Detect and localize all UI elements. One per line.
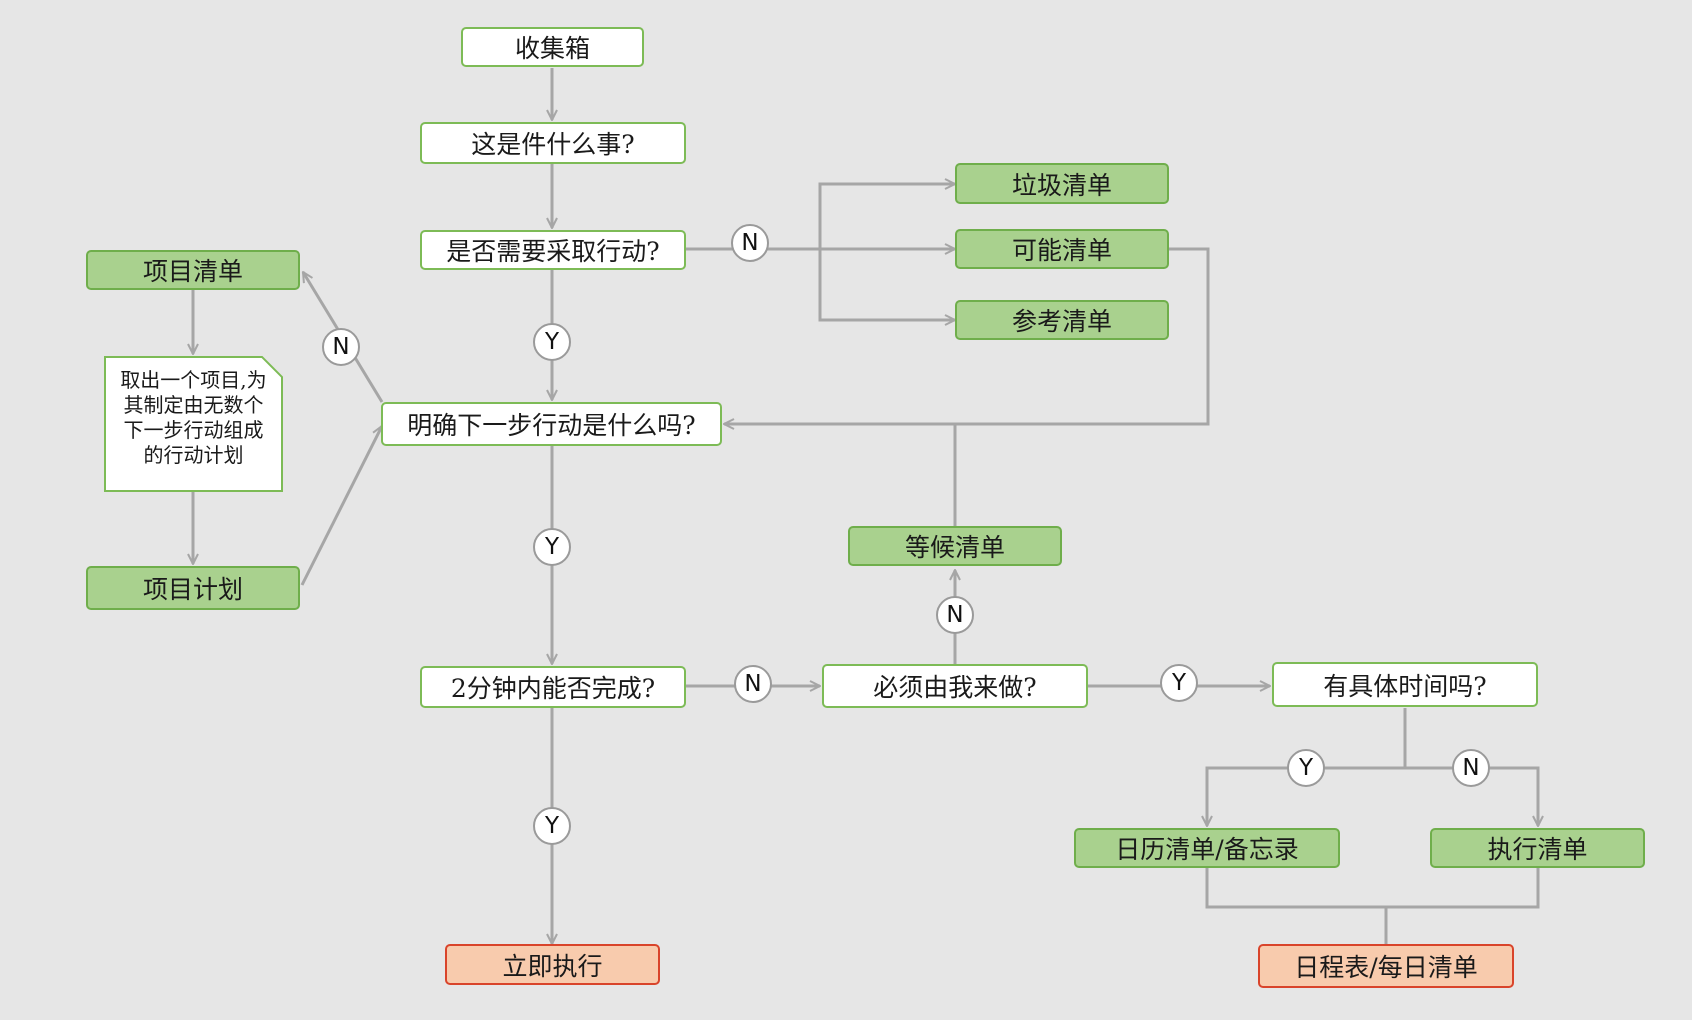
badge-actionable-yes: Y: [533, 323, 571, 361]
maybe-label: 可能清单: [1011, 236, 1112, 265]
project-plan-node: 项目计划: [86, 566, 300, 610]
badge-specific-time-no: N: [1452, 749, 1490, 787]
must-i-do-label: 必须由我来做?: [873, 673, 1037, 702]
badge-two-minutes-no: N: [734, 665, 772, 703]
do-now-node: 立即执行: [445, 944, 660, 985]
schedule-label: 日程表/每日清单: [1294, 953, 1478, 982]
actionable-node: 是否需要采取行动?: [420, 230, 686, 270]
note-fold-icon: [261, 356, 283, 378]
reference-node: 参考清单: [955, 300, 1169, 340]
badge-two-minutes-yes: Y: [533, 807, 571, 845]
reference-label: 参考清单: [1011, 307, 1112, 336]
must-i-do-node: 必须由我来做?: [822, 664, 1088, 708]
edge-specific-time-no: [1405, 766, 1538, 826]
calendar-node: 日历清单/备忘录: [1074, 828, 1340, 868]
next-action-node: 明确下一步行动是什么吗?: [381, 402, 722, 446]
two-minutes-label: 2分钟内能否完成?: [450, 674, 656, 703]
specific-time-node: 有具体时间吗?: [1272, 662, 1538, 707]
project-note: 取出一个项目,为其制定由无数个下一步行动组成的行动计划: [104, 356, 283, 492]
edge-maybe-to-next-action: [724, 247, 1210, 424]
trash-node: 垃圾清单: [955, 163, 1169, 204]
inbox-label: 收集箱: [514, 34, 590, 63]
schedule-node: 日程表/每日清单: [1258, 944, 1514, 988]
edge-to-reference: [818, 249, 955, 320]
waiting-node: 等候清单: [848, 526, 1062, 566]
edge-merge-to-schedule: [1205, 868, 1540, 909]
actionable-label: 是否需要采取行动?: [446, 237, 660, 266]
badge-actionable-no: N: [731, 224, 769, 262]
what-is-it-node: 这是件什么事?: [420, 122, 686, 164]
maybe-node: 可能清单: [955, 229, 1169, 269]
badge-must-do-yes: Y: [1160, 664, 1198, 702]
badge-next-action-yes: Y: [533, 528, 571, 566]
next-action-label: 明确下一步行动是什么吗?: [407, 411, 696, 440]
edge-specific-time-yes: [1207, 766, 1405, 826]
calendar-label: 日历清单/备忘录: [1115, 835, 1299, 864]
edge-to-trash: [818, 184, 955, 249]
project-note-text: 取出一个项目,为其制定由无数个下一步行动组成的行动计划: [120, 368, 267, 467]
specific-time-label: 有具体时间吗?: [1323, 671, 1487, 701]
trash-label: 垃圾清单: [1011, 170, 1112, 200]
project-plan-label: 项目计划: [142, 575, 243, 604]
edge-project-plan-to-next-action: [300, 426, 384, 586]
action-list-node: 执行清单: [1430, 828, 1645, 868]
inbox-node: 收集箱: [461, 27, 644, 67]
project-list-node: 项目清单: [86, 250, 300, 290]
what-is-it-label: 这是件什么事?: [471, 130, 635, 159]
project-list-label: 项目清单: [142, 257, 243, 286]
action-list-label: 执行清单: [1487, 835, 1588, 864]
two-minutes-node: 2分钟内能否完成?: [420, 666, 686, 708]
do-now-label: 立即执行: [502, 951, 603, 981]
badge-must-do-no: N: [936, 596, 974, 634]
badge-next-action-no: N: [322, 328, 360, 366]
badge-specific-time-yes: Y: [1287, 749, 1325, 787]
waiting-label: 等候清单: [904, 533, 1005, 562]
